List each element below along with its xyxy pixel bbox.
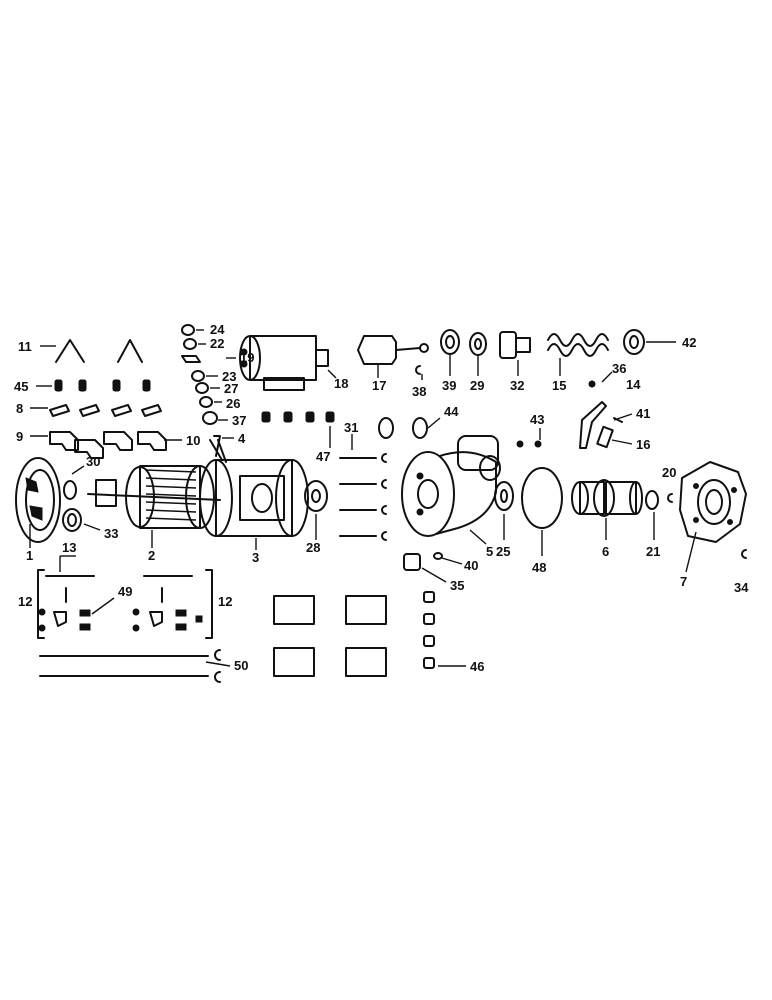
callout-44: 44: [444, 404, 459, 419]
callout-19: 19: [240, 350, 254, 365]
part-47-screws: [261, 411, 335, 423]
callout-17: 17: [372, 378, 386, 393]
part-40-pin: [433, 552, 443, 560]
part-42-cap: [623, 329, 645, 355]
callout-16: 16: [636, 437, 650, 452]
callout-33: 33: [104, 526, 118, 541]
callout-3: 3: [252, 550, 259, 565]
callout-7: 7: [680, 574, 687, 589]
callout-8: 8: [16, 401, 23, 416]
part-17-plunger: [357, 335, 429, 365]
part-18-solenoid: [239, 335, 329, 391]
part-50-long-bolts: [39, 649, 221, 683]
callout-22: 22: [210, 336, 224, 351]
callout-34: 34: [734, 580, 749, 595]
callout-37: 37: [232, 413, 246, 428]
callout-42: 42: [682, 335, 696, 350]
callout-13: 13: [62, 540, 76, 555]
part-34-clip: [741, 549, 747, 559]
part-6-drive-clutch: [571, 479, 643, 517]
callout-23: 23: [222, 369, 236, 384]
callout-45: 45: [14, 379, 28, 394]
part-4-terminal-lead: [213, 435, 221, 457]
part-45-screws: [54, 379, 151, 392]
part-30-washer: [63, 480, 77, 500]
part-25-washer: [494, 481, 514, 511]
part-38-clip: [415, 365, 421, 375]
part-15-spring: [547, 333, 609, 357]
part-3-field-frame: [199, 439, 309, 537]
callout-18: 18: [334, 376, 348, 391]
callout-30: 30: [86, 454, 100, 469]
part-5-drive-housing: [401, 435, 501, 537]
callout-24: 24: [210, 322, 225, 337]
callout-12-right: 12: [218, 594, 232, 609]
part-44-plug: [378, 417, 428, 439]
leader-lines: [29, 329, 697, 667]
callout-9: 9: [16, 429, 23, 444]
callout-27: 27: [224, 381, 238, 396]
part-11-brackets: [55, 339, 143, 363]
callout-1: 1: [26, 548, 33, 563]
callout-40: 40: [464, 558, 478, 573]
part-12-brush-kit: [37, 569, 213, 639]
callout-5: 5: [486, 544, 493, 559]
callout-39: 39: [442, 378, 456, 393]
callout-20: 20: [662, 465, 676, 480]
callout-11: 11: [18, 339, 32, 354]
callout-31: 31: [344, 420, 358, 435]
callout-29: 29: [470, 378, 484, 393]
callout-47: 47: [316, 449, 330, 464]
part-28-washer: [304, 480, 328, 512]
callout-28: 28: [306, 540, 320, 555]
part-39-washer: [440, 329, 460, 355]
part-43-ball: [516, 440, 542, 448]
callout-4: 4: [238, 431, 246, 446]
part-1-end-plate: [15, 457, 61, 543]
callout-32: 32: [510, 378, 524, 393]
callout-6: 6: [602, 544, 609, 559]
part-7-nose-housing: [679, 461, 747, 543]
callout-26: 26: [226, 396, 240, 411]
part-14-shift-lever: [579, 380, 623, 449]
part-46-screws: [423, 591, 435, 669]
callout-10: 10: [186, 433, 200, 448]
callout-36: 36: [612, 361, 626, 376]
callout-12-left: 12: [18, 594, 32, 609]
callout-2: 2: [148, 548, 155, 563]
part-21-washer: [645, 490, 659, 510]
callout-15: 15: [552, 378, 566, 393]
callout-21: 21: [646, 544, 660, 559]
part-small-hardware-stack: [181, 324, 218, 425]
part-35-bushing: [403, 553, 421, 571]
part-33-bushing: [62, 508, 82, 532]
callout-46: 46: [470, 659, 484, 674]
callout-38: 38: [412, 384, 426, 399]
part-20-clip: [667, 493, 673, 503]
part-48-o-ring: [521, 467, 563, 529]
callout-50: 50: [234, 658, 248, 673]
callout-14: 14: [626, 377, 641, 392]
callout-48: 48: [532, 560, 546, 575]
callout-49: 49: [118, 584, 132, 599]
callout-25: 25: [496, 544, 510, 559]
callout-35: 35: [450, 578, 464, 593]
part-insulator-pads: [273, 595, 387, 677]
part-8-clips: [49, 404, 162, 417]
callout-43: 43: [530, 412, 544, 427]
part-31-bolts: [339, 453, 387, 541]
part-29-washer: [469, 332, 487, 356]
callout-41: 41: [636, 406, 650, 421]
callout-labels: 11 45 8 9 10 24 22 19 23 27 26 37 4 18 1…: [14, 322, 749, 674]
part-32-retainer: [499, 331, 531, 359]
part-9-10-brush-holders: [49, 431, 167, 459]
